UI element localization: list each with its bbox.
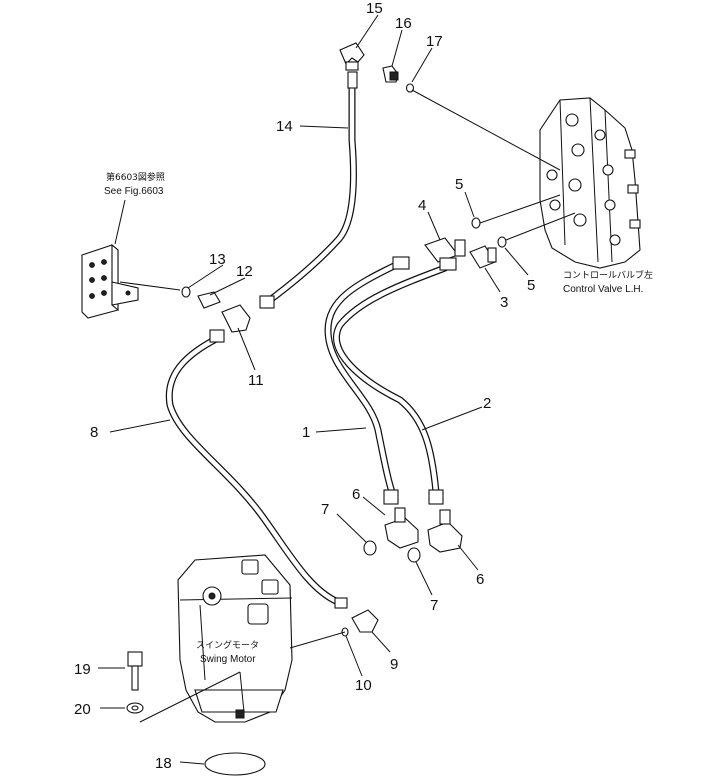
bolt-19 [127,651,143,691]
tee-6-right [427,509,463,553]
hose-1 [324,261,400,496]
callout-7-right: 7 [430,597,438,614]
leader-lines [98,14,576,765]
washer-20 [126,702,144,714]
hose-8-bottom-fitting [334,597,348,609]
callout-15: 15 [366,0,383,17]
callout-19: 19 [74,661,91,678]
callout-18: 18 [155,755,172,772]
hose-14-bottom-fitting [259,295,275,309]
hose-2-bottom-fitting [428,489,444,505]
callout-1: 1 [302,424,310,441]
callout-9: 9 [390,656,398,673]
callout-10: 10 [355,677,372,694]
callout-11: 11 [248,372,264,389]
callout-5-lower: 5 [527,277,535,294]
callout-12: 12 [236,263,253,280]
hose-8 [165,334,342,606]
hose-2-top-fitting [439,257,457,271]
hose-8-top-fitting [209,329,225,343]
connector-12 [197,291,221,309]
reference-en-label: See Fig.6603 [104,186,164,197]
o-ring-7-right [407,547,421,563]
check-valve-4 [424,237,466,263]
callout-14: 14 [276,118,293,135]
callout-6-left: 6 [352,486,360,503]
tee-6-left [384,507,419,549]
callout-16: 16 [395,15,412,32]
o-ring-13 [181,286,191,298]
swing-motor-body [177,554,293,723]
hose-1-top-fitting [392,256,410,270]
hose-14 [266,84,357,304]
callout-4: 4 [418,197,426,214]
control-valve-body [539,97,641,269]
callout-6-right: 6 [476,571,484,588]
callout-8-overlay: 8 [90,424,99,441]
hose-2 [333,264,449,496]
callout-20: 20 [74,701,91,718]
o-ring-17 [405,83,415,93]
reference-jp-label: 第6603図参照 [106,171,165,183]
connector-16 [382,65,399,83]
elbow-15 [339,42,365,89]
callout-5-upper: 5 [455,176,463,193]
callout-numbers: 15 16 17 14 13 12 11 4 5 5 3 2 1 8 10 8 … [74,0,535,772]
callout-2: 2 [483,395,491,412]
callout-13: 13 [209,251,226,268]
control-valve-en-label: Control Valve L.H. [563,284,643,295]
callout-17: 17 [426,33,443,50]
callout-7-left: 7 [321,501,329,518]
connector-3 [469,245,497,269]
hose-1-bottom-fitting [383,489,399,505]
tee-11 [221,304,251,333]
solenoid-bracket [81,243,139,319]
control-valve-jp-label: コントロールバルブ左 [563,269,653,281]
callout-3: 3 [500,294,508,311]
elbow-9 [351,609,379,633]
swing-motor-en-label: Swing Motor [200,654,256,665]
o-ring-5-lower [497,236,507,248]
o-ring-18 [204,752,266,776]
swing-motor-jp-label: スイングモータ [196,639,259,651]
o-ring-7-left [363,540,377,556]
o-ring-5-upper [471,217,481,229]
